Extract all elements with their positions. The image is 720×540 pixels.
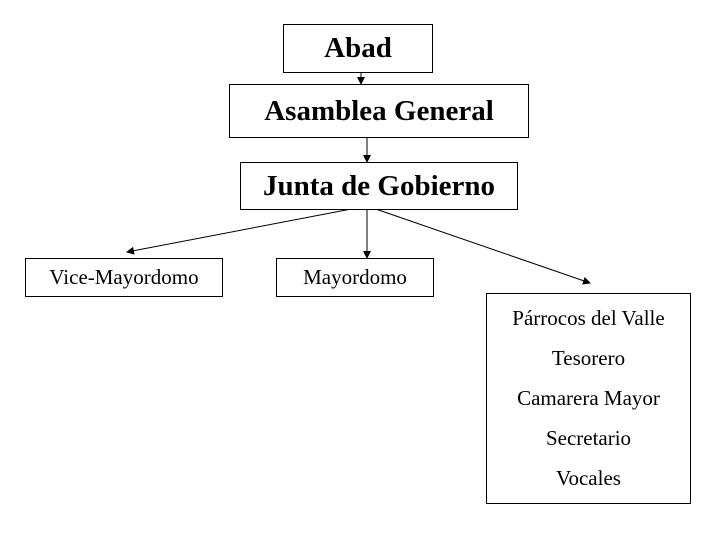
node-junta-de-gobierno: Junta de Gobierno [240, 162, 518, 210]
node-item-tesorero: Tesorero [551, 345, 626, 370]
arrow-junta-others [366, 205, 591, 285]
node-vice-mayordomo: Vice-Mayordomo [25, 258, 223, 297]
node-item-camarera: Camarera Mayor [517, 385, 660, 410]
arrow-junta-vice [126, 205, 368, 255]
node-label: Vice-Mayordomo [49, 265, 199, 289]
node-label: Junta de Gobierno [262, 169, 496, 202]
node-label: Abad [324, 32, 392, 64]
node-item-vocales: Vocales [556, 466, 621, 491]
node-item-secretario: Secretario [545, 426, 632, 451]
node-item-parrocos: Párrocos del Valle [512, 305, 665, 330]
node-label: Asamblea General [264, 94, 494, 127]
node-abad: Abad [283, 24, 433, 73]
node-others: Párrocos del Valle Tesorero Camarera May… [486, 293, 691, 504]
node-asamblea-general: Asamblea General [229, 84, 529, 138]
node-label: Mayordomo [303, 265, 407, 289]
node-mayordomo: Mayordomo [276, 258, 434, 297]
